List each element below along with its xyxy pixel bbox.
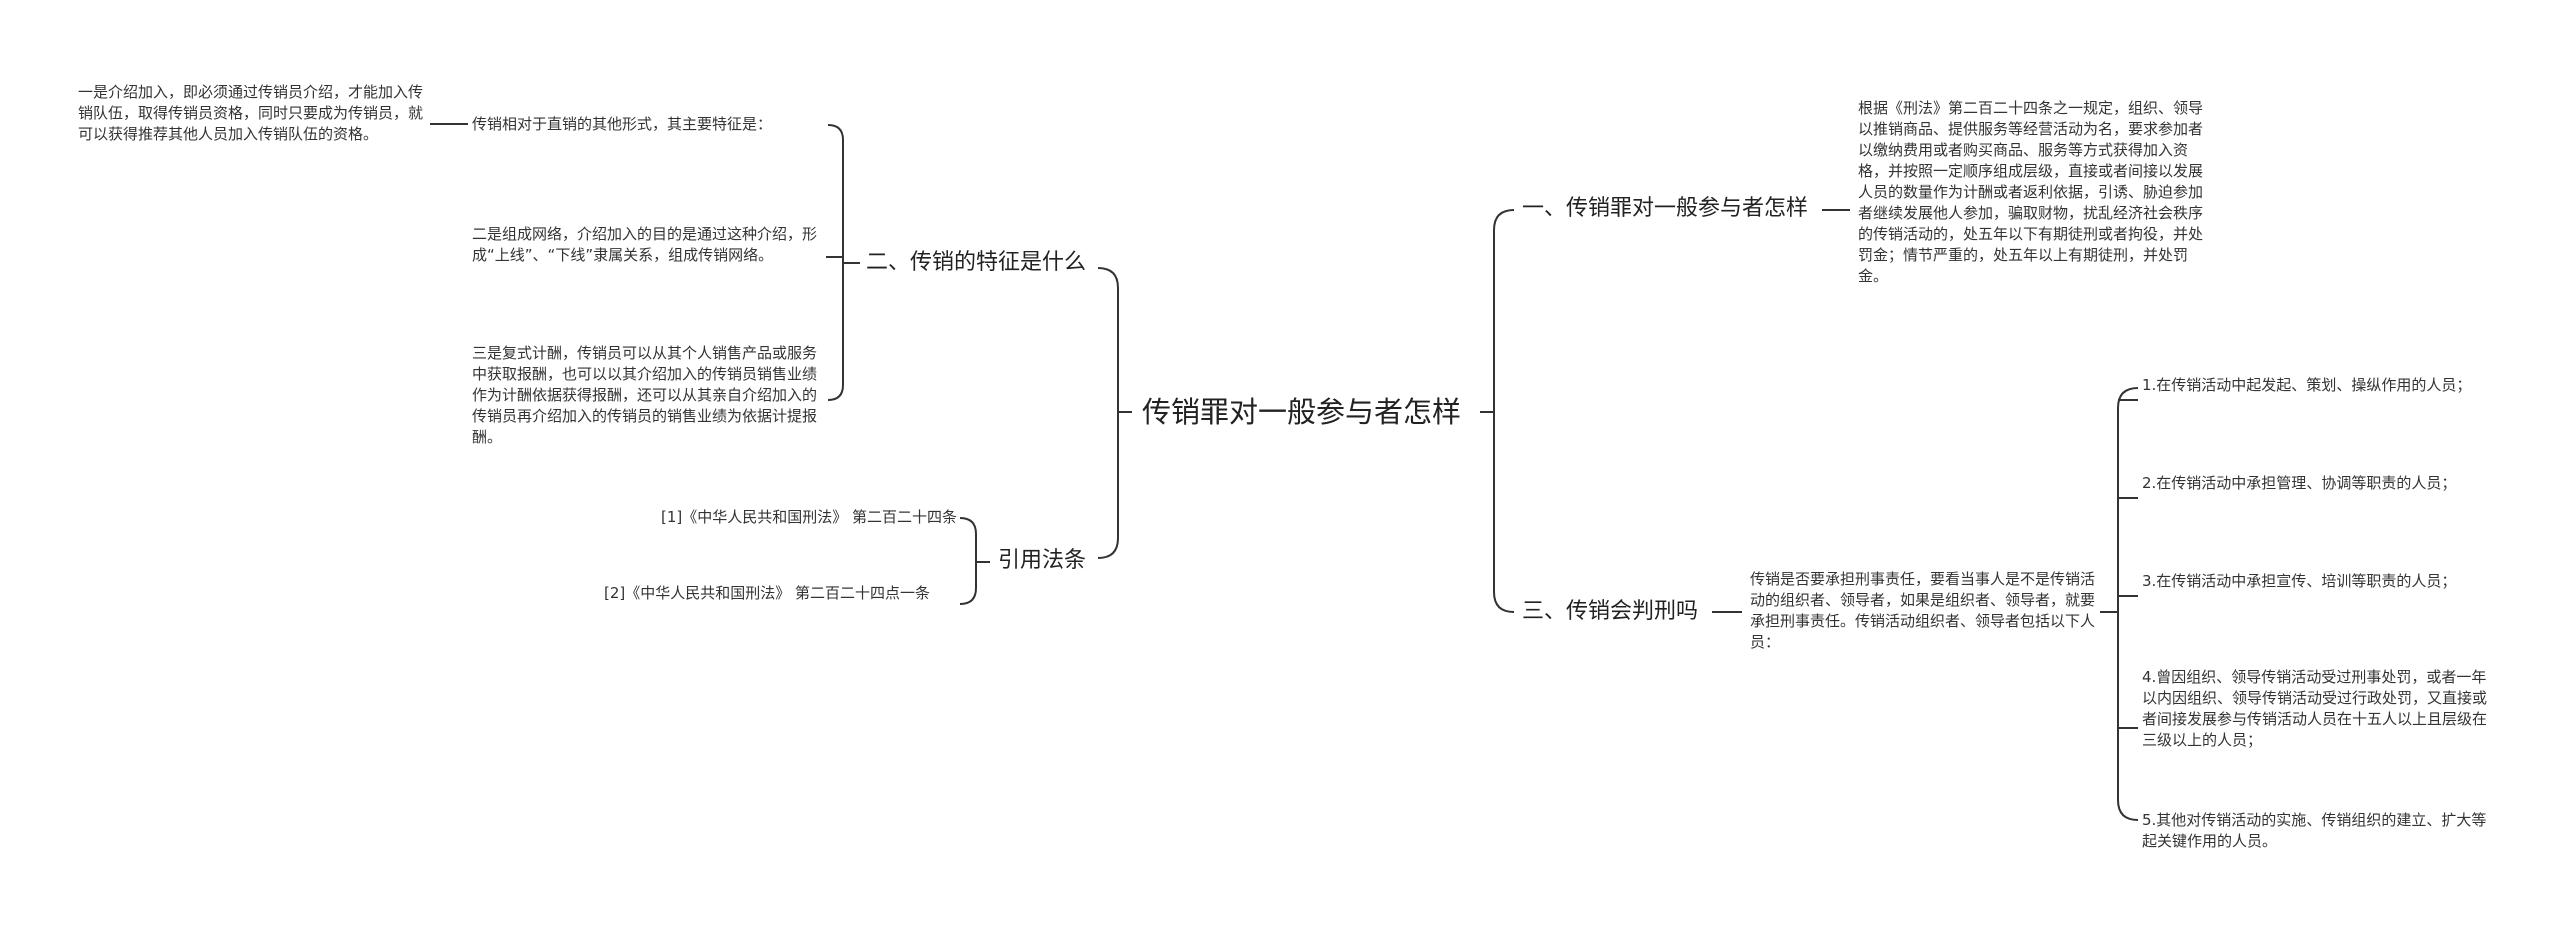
- connector-right-trunk: [1493, 209, 1515, 613]
- sentencing-title: 三、传销会判刑吗: [1522, 599, 1699, 624]
- citation-item-1: [1]《中华人民共和国刑法》 第二百二十四条: [660, 508, 957, 526]
- sentencing-text: 传销是否要承担刑事责任，要看当事人是不是传销活动的组织者、领导者，如果是组织者、…: [1750, 570, 2096, 651]
- features-title: 二、传销的特征是什么: [866, 250, 1087, 275]
- features-point1: 一是介绍加入，即必须通过传销员介绍，才能加入传销队伍，取得传销员资格，同时只要成…: [78, 83, 424, 143]
- connector-left-trunk: [1097, 267, 1119, 559]
- features-point2: 二是组成网络，介绍加入的目的是通过这种介绍，形成“上线”、“下线”隶属关系，组成…: [472, 225, 818, 264]
- sentencing-item-4: 4.曾因组织、领导传销活动受过刑事处罚，或者一年以内因组织、领导传销活动受过行政…: [2142, 668, 2488, 749]
- sentencing-item-3: 3.在传销活动中承担宣传、培训等职责的人员；: [2142, 572, 2457, 590]
- features-intro: 传销相对于直销的其他形式，其主要特征是：: [472, 115, 773, 133]
- connector-sentencing-bracket: [2117, 387, 2139, 821]
- general-text: 根据《刑法》第二百二十四条之一规定，组织、领导以推销商品、提供服务等经营活动为名…: [1858, 99, 2204, 285]
- sentencing-item-1: 1.在传销活动中起发起、策划、操纵作用的人员；: [2142, 376, 2472, 394]
- sentencing-item-2: 2.在传销活动中承担管理、协调等职责的人员；: [2142, 474, 2457, 492]
- citation-item-2: [2]《中华人民共和国刑法》 第二百二十四点一条: [604, 584, 931, 602]
- sentencing-item-5: 5.其他对传销活动的实施、传销组织的建立、扩大等起关键作用的人员。: [2142, 811, 2487, 850]
- features-point3: 三是复式计酬，传销员可以从其个人销售产品或服务中获取报酬，也可以以其介绍加入的传…: [472, 344, 818, 446]
- connector-citations-bracket: [959, 517, 977, 605]
- citations-title: 引用法条: [998, 548, 1087, 573]
- general-title: 一、传销罪对一般参与者怎样: [1522, 196, 1809, 221]
- root-node: 传销罪对一般参与者怎样: [1142, 395, 1462, 429]
- connector-features-bracket: [827, 124, 844, 401]
